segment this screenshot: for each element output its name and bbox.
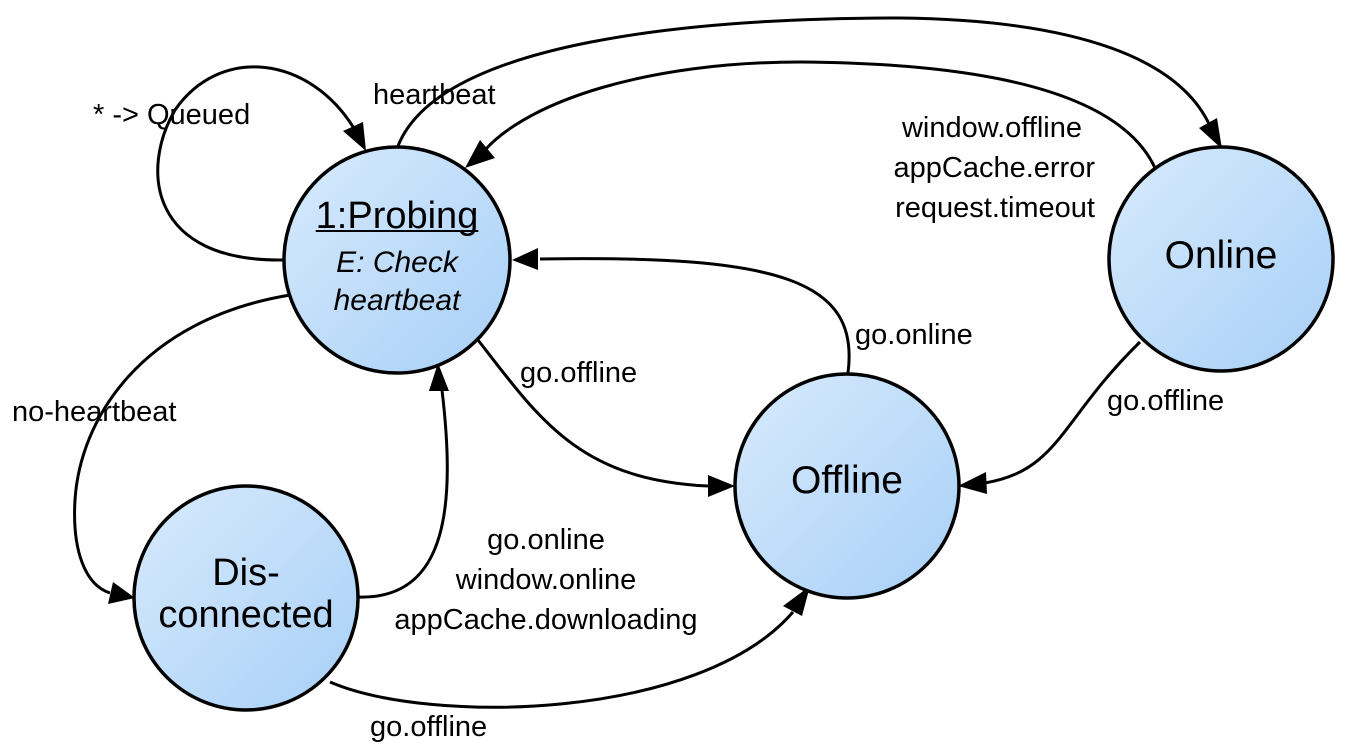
state-disconnected-title-line1: Dis-: [212, 552, 280, 594]
transition-disconnected-to-offline: [329, 586, 810, 709]
label-probing-to-online: heartbeat: [373, 79, 496, 111]
transition-offline-to-probing: [512, 248, 851, 374]
state-disconnected-title-line2: connected: [158, 594, 333, 636]
transition-online-to-offline: [958, 340, 1142, 494]
label-online-to-offline: go.offline: [1107, 385, 1224, 417]
state-offline: Offline: [733, 372, 961, 600]
transition-probing-to-disconnected: [73, 293, 291, 604]
state-disconnected: Dis- connected: [132, 484, 360, 712]
label-probing-to-disconnected: no-heartbeat: [12, 396, 176, 428]
transition-probing-to-online: [396, 16, 1222, 149]
label-disconnected-to-probing-1: go.online: [487, 524, 605, 556]
state-probing: 1:Probing E: Check heartbeat: [282, 145, 512, 375]
label-disconnected-to-probing-3: appCache.downloading: [394, 604, 697, 636]
transition-online-to-probing: [465, 60, 1157, 169]
label-probing-self: * -> Queued: [93, 99, 250, 131]
state-offline-title: Offline: [791, 459, 903, 502]
transition-probing-to-offline: [476, 339, 735, 497]
label-online-to-probing-3: request.timeout: [895, 192, 1095, 224]
label-disconnected-to-offline: go.offline: [370, 711, 487, 743]
label-online-to-probing-1: window.offline: [901, 112, 1082, 144]
state-probing-entry-line1: E: Check: [336, 246, 460, 279]
label-online-to-probing-2: appCache.error: [894, 152, 1096, 184]
label-offline-to-probing: go.online: [855, 319, 973, 351]
state-online: Online: [1107, 145, 1335, 373]
state-probing-entry-line2: heartbeat: [334, 284, 462, 317]
transition-probing-self: [156, 65, 366, 262]
label-disconnected-to-probing-2: window.online: [455, 564, 637, 596]
label-probing-to-offline: go.offline: [520, 357, 637, 389]
state-online-title: Online: [1165, 234, 1278, 277]
transition-disconnected-to-probing: [357, 363, 449, 599]
